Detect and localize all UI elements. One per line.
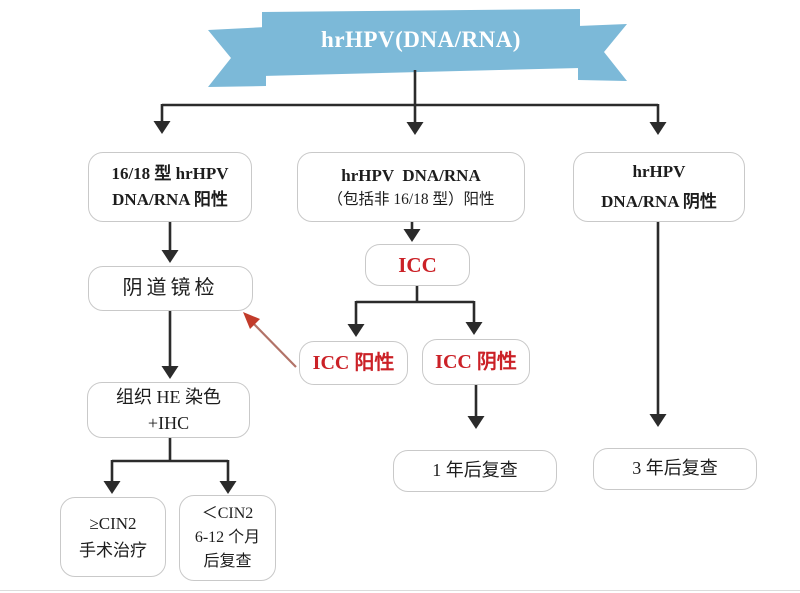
- node-hrhpv-negative: hrHPV DNA/RNA 阴性: [573, 152, 745, 222]
- node-colposcopy: 阴道镜检: [88, 266, 253, 311]
- node-review-3-year: 3 年后复查: [593, 448, 757, 490]
- node-text: hrHPV DNA/RNA: [341, 165, 481, 185]
- connector-arrowheads: [103, 121, 667, 494]
- node-text: 3 年后复查: [632, 458, 718, 479]
- red-referral-arrow: [243, 312, 297, 368]
- ribbon-right-wing: [578, 24, 627, 81]
- node-icc: ICC: [365, 244, 470, 286]
- node-hrhpv-other-positive: hrHPV DNA/RNA （包括非 16/18 型）阳性: [297, 152, 525, 222]
- node-text: ≥CIN2: [89, 513, 137, 533]
- node-text: ICC 阳性: [312, 351, 395, 374]
- node-text: 1 年后复查: [432, 460, 518, 481]
- page-bottom-edge: [0, 590, 800, 591]
- node-hpv1618-positive: 16/18 型 hrHPV DNA/RNA 阳性: [88, 152, 252, 222]
- node-text: +IHC: [147, 413, 190, 433]
- node-review-1-year: 1 年后复查: [393, 450, 557, 492]
- node-text: 16/18 型 hrHPV: [111, 163, 229, 183]
- connector-lines: [110, 70, 660, 481]
- node-text: 组织 HE 染色: [116, 386, 221, 407]
- node-histology-he-ihc: 组织 HE 染色 +IHC: [87, 382, 250, 438]
- node-text: DNA/RNA 阳性: [112, 190, 228, 209]
- node-text: 6-12 个月: [194, 529, 261, 546]
- ribbon-left-wing: [208, 27, 266, 87]
- banner-title: hrHPV(DNA/RNA): [321, 27, 521, 52]
- node-text: ICC 阴性: [435, 350, 517, 373]
- ribbon-banner: [208, 9, 627, 87]
- node-text: ICC: [398, 252, 437, 277]
- node-cin2-followup: ＜CIN2 6-12 个月 后复查: [179, 495, 276, 581]
- node-icc-negative: ICC 阴性: [422, 339, 530, 385]
- node-cin2-surgery: ≥CIN2 手术治疗: [60, 497, 166, 577]
- node-text: DNA/RNA 阴性: [601, 192, 717, 211]
- node-icc-positive: ICC 阳性: [299, 341, 408, 385]
- node-text: （包括非 16/18 型）阳性: [327, 191, 495, 209]
- node-text: 阴道镜检: [122, 277, 219, 299]
- node-text: ＜CIN2: [201, 505, 254, 522]
- node-text: 后复查: [203, 553, 252, 570]
- ribbon-band: [262, 9, 580, 76]
- node-text: 手术治疗: [79, 541, 147, 560]
- node-text: hrHPV: [632, 162, 686, 182]
